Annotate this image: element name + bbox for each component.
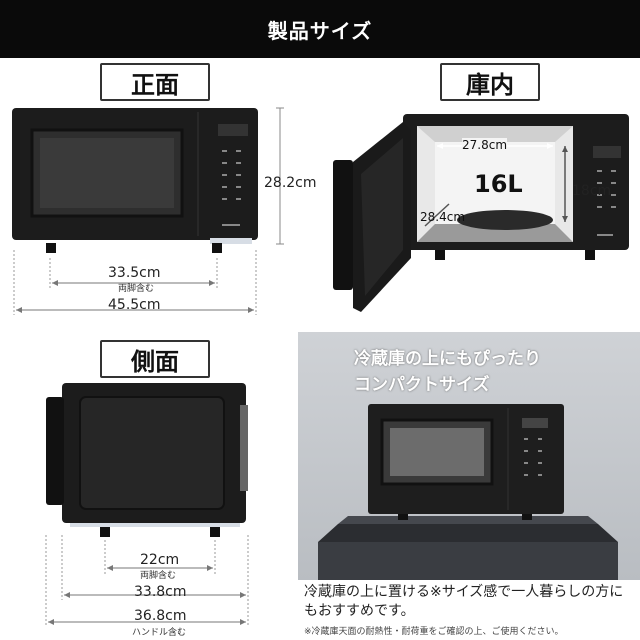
section-title-bar: 製品サイズ	[0, 0, 640, 58]
front-feet-width-dimension: 33.5cm	[108, 265, 161, 281]
front-label-text: 正面	[131, 70, 179, 99]
fridge-caption: 冷蔵庫の上に置ける※サイズ感で一人暮らしの方にもおすすめです。	[304, 584, 624, 619]
interior-width-dimension: 27.8cm	[462, 138, 508, 152]
side-view-microwave	[45, 383, 249, 627]
fridge-note: ※冷蔵庫天面の耐熱性・耐荷重をご確認の上、ご使用ください。	[304, 627, 564, 637]
interior-label-text: 庫内	[466, 70, 514, 99]
section-title: 製品サイズ	[267, 18, 373, 43]
interior-label: 庫内	[440, 63, 540, 101]
side-depth-dimension: 33.8cm	[134, 584, 187, 600]
front-view-microwave	[12, 107, 284, 315]
side-feet-note: 両脚含む	[140, 571, 177, 581]
front-total-width-dimension: 45.5cm	[108, 297, 161, 313]
fridge-headline-line1: 冷蔵庫の上にもぴったり	[354, 349, 541, 369]
side-label: 側面	[100, 340, 210, 378]
front-label: 正面	[100, 63, 210, 101]
front-feet-note: 両脚含む	[118, 284, 155, 294]
interior-view-microwave	[333, 114, 629, 312]
interior-height-dimension: 18cm	[572, 183, 612, 199]
side-feet-width-dimension: 22cm	[140, 552, 180, 568]
side-total-note: ハンドル含む	[132, 628, 187, 638]
interior-depth-dimension: 28.4cm	[420, 210, 466, 224]
front-height-dimension: 28.2cm	[264, 175, 317, 191]
fridge-headline-line2: コンパクトサイズ	[354, 375, 490, 395]
fridge-photo: 冷蔵庫の上にもぴったり コンパクトサイズ	[298, 332, 640, 580]
interior-capacity: 16L	[474, 170, 523, 198]
side-label-text: 側面	[131, 347, 179, 376]
fridge-scene	[318, 404, 618, 580]
side-total-depth-dimension: 36.8cm	[134, 608, 187, 624]
